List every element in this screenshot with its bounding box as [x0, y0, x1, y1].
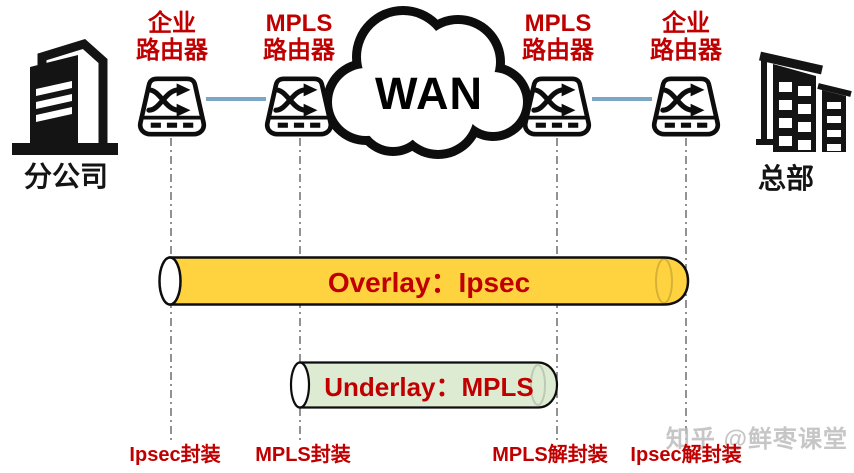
overlay-tunnel-label: Overlay：Ipsec — [327, 267, 531, 298]
router-icon-mpls-left — [262, 76, 336, 137]
router-icon-mpls-right — [520, 76, 594, 137]
watermark: 知乎 @鲜枣课堂 — [665, 426, 848, 453]
annotation-mpls-encap: MPLS封装 — [255, 444, 351, 466]
wan-label: WAN — [375, 68, 483, 119]
hq-label: 总部 — [757, 163, 815, 194]
annotation-mpls-decap: MPLS解封装 — [492, 444, 608, 466]
link-mpls-to-enterprise-right — [592, 97, 652, 101]
router-label-mpls-left: MPLS 路由器 — [263, 10, 335, 64]
hq-building-icon — [756, 51, 852, 152]
router-icon-enterprise-right — [649, 76, 723, 137]
wan-cloud-icon — [323, 6, 532, 159]
router-label-enterprise-left: 企业 路由器 — [136, 10, 208, 64]
underlay-tunnel-cylinder — [289, 361, 559, 409]
branch-building-icon — [12, 38, 118, 155]
branch-label: 分公司 — [23, 161, 109, 192]
router-icon-enterprise-left — [135, 76, 209, 137]
router-label-enterprise-right: 企业 路由器 — [650, 10, 722, 64]
annotation-ipsec-decap: Ipsec解封装 — [630, 444, 742, 466]
link-enterprise-to-mpls-left — [206, 97, 266, 101]
router-label-mpls-right: MPLS 路由器 — [522, 10, 594, 64]
underlay-tunnel-label: Underlay：MPLS — [324, 371, 534, 402]
annotation-ipsec-encap: Ipsec封装 — [129, 444, 221, 466]
overlay-tunnel-cylinder — [158, 256, 690, 306]
